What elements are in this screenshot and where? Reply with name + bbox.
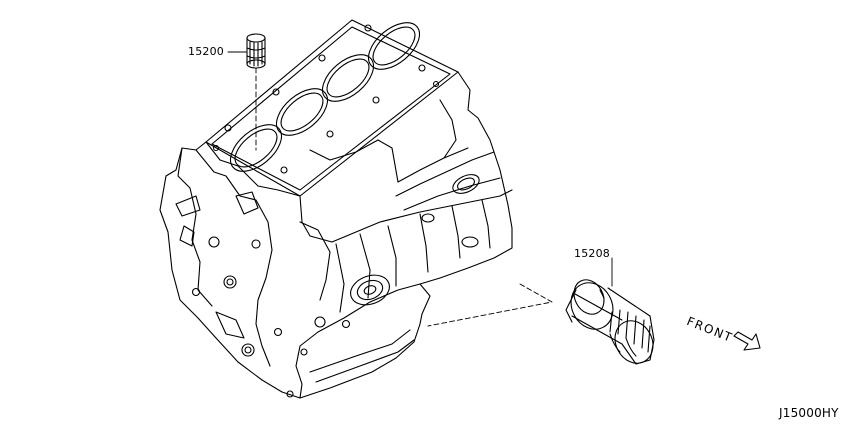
part-number-filter-cap: 15200 [188, 45, 224, 58]
cylinder-block [159, 19, 513, 399]
diagram-reference-code: J15000HY [779, 406, 839, 420]
filter-cap-part [246, 33, 266, 69]
cylinder-bores [212, 22, 440, 174]
leader-lines [227, 51, 613, 327]
oil-filter-part [565, 279, 655, 365]
front-arrow-icon [733, 331, 761, 351]
part-number-oil-filter: 15208 [574, 247, 610, 260]
